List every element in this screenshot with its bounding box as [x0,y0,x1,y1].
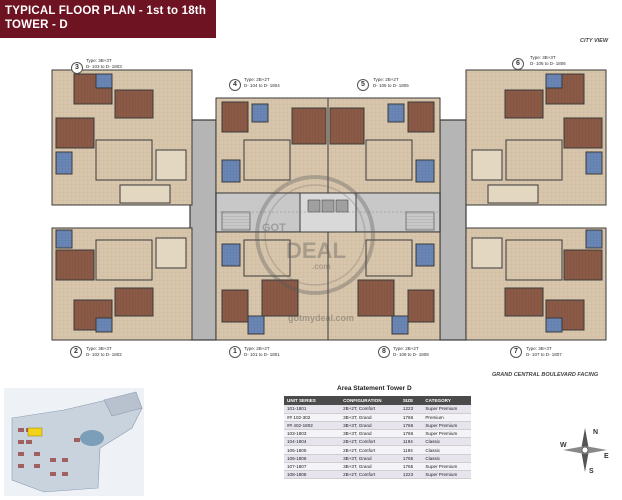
cell-category: Super Premium [422,421,471,431]
compass-w: W [560,442,567,449]
cell-configuration: 3B+3T, Grand [340,454,400,463]
cell-configuration: 2B+2T, Comfort [340,437,400,447]
cell-unit-series: 107-1807 [284,462,341,472]
cell-category: Classic [422,437,471,447]
cell-unit-series: 106-1806 [284,454,341,463]
floor-plan-drawing [51,69,607,341]
cell-size: 1765 [399,462,423,472]
cell-unit-series: 101-1801 [284,405,341,414]
col-unit-series: UNIT SERIES [284,396,341,405]
compass-s: S [589,468,594,475]
unit-badge-4: 4 [229,79,241,91]
col-configuration: CONFIGURATION [340,396,400,405]
col-size: SIZE [399,396,423,405]
cell-unit-series: 108-1808 [284,470,341,480]
cell-category: Premium [422,413,471,422]
area-statement-title: Area Statement Tower D [337,385,412,392]
cell-size: 1194 [399,445,423,455]
cell-size: 1765 [399,454,423,463]
unit-badge-1: 1 [229,346,241,358]
compass-e: E [604,453,609,460]
unit-badge-3: 3 [71,62,83,74]
unit-4-plan [215,97,329,194]
city-view-label: CITY VIEW [580,38,609,44]
unit-badge-2: 2 [70,346,82,358]
area-statement-table: UNIT SERIES CONFIGURATION SIZE CATEGORY … [284,396,471,480]
cell-unit-series: ## 402-1802 [284,421,341,431]
compass-n: N [593,429,598,436]
unit-badge-6: 6 [512,58,524,70]
unit-6-plan [465,69,607,206]
cell-category: Super Premium [422,405,471,414]
cell-configuration: 3B+3T, Grand [340,462,400,472]
unit-badge-8: 8 [378,346,390,358]
cell-configuration: 3B+3T, Grand [340,421,400,431]
cell-configuration: 2B+2T, Comfort [340,445,400,455]
watermark-top: GOT [262,222,286,234]
unit-badge-7: 7 [510,346,522,358]
watermark-graphic [255,175,375,295]
unit-badge-5: 5 [357,79,369,91]
tower-d-marker [27,427,43,437]
watermark-bottom: .com [312,262,331,271]
header-subtitle: TOWER - D [5,19,68,31]
cell-category: Super Premium [422,429,471,439]
boulevard-label: GRAND CENTRAL BOULEVARD FACING [492,372,599,378]
cell-size: 1766 [399,421,423,431]
page-header: TYPICAL FLOOR PLAN - 1st to 18th TOWER -… [0,0,216,38]
cell-unit-series: 105-1805 [284,445,341,455]
cell-category: Classic [422,454,471,463]
cell-unit-series: ## 102-302 [284,413,341,422]
unit-3-plan [51,69,193,206]
cell-unit-series: 104-1804 [284,437,341,447]
watermark-middle: DEAL [286,238,346,263]
unit-5-plan [327,97,441,194]
cell-category: Super Premium [422,462,471,472]
site-key-plan [4,388,144,496]
cell-configuration: 3B+3T, Grand [340,413,400,422]
cell-unit-series: 103-1803 [284,429,341,439]
unit-2-plan [51,227,193,341]
col-category: CATEGORY [422,396,471,405]
unit-7-plan [465,227,607,341]
cell-category: Super Premium [422,470,471,480]
cell-category: Classic [422,445,471,455]
cell-size: 1194 [399,437,423,447]
cell-configuration: 3B+3T, Grand [340,429,400,439]
watermark-url: gotmydeal.com [288,313,355,323]
header-title: TYPICAL FLOOR PLAN - 1st to 18th [5,5,207,17]
compass-rose: N E S W [560,428,609,475]
cell-configuration: 2B+2T, Comfort [340,405,400,414]
table-header-row: UNIT SERIES CONFIGURATION SIZE CATEGORY [284,396,471,405]
cell-size: 1223 [399,405,423,414]
unit-1-plan [215,231,329,341]
cell-size: 1223 [399,470,423,480]
cell-size: 1766 [399,413,423,422]
cell-size: 1766 [399,429,423,439]
cell-configuration: 2B+2T, Comfort [340,470,400,480]
unit-8-plan [327,231,441,341]
